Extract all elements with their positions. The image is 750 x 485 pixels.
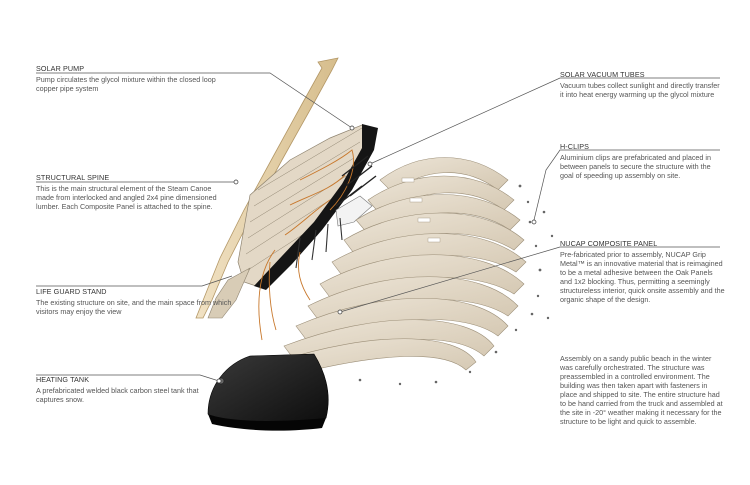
structural-spine-illustration — [207, 124, 378, 341]
callout-solar-vacuum-tubes: SOLAR VACUUM TUBES Vacuum tubes collect … — [560, 70, 720, 99]
callout-life-guard-stand: LIFE GUARD STAND The existing structure … — [36, 287, 236, 316]
callout-description: A prefabricated welded black carbon stee… — [36, 386, 199, 404]
callout-title: SOLAR PUMP — [36, 64, 85, 73]
assembly-note-text: Assembly on a sandy public beach in the … — [560, 354, 723, 426]
composite-panels-illustration — [275, 157, 527, 377]
callout-description: Vacuum tubes collect sunlight and direct… — [560, 81, 720, 99]
callout-heating-tank: HEATING TANK A prefabricated welded blac… — [36, 375, 206, 404]
callout-h-clips: H-CLIPS Aluminium clips are prefabricate… — [560, 142, 725, 180]
callout-nucap-composite-panel: NUCAP COMPOSITE PANEL Pre-fabricated pri… — [560, 239, 725, 304]
callout-solar-pump: SOLAR PUMP Pump circulates the glycol mi… — [36, 64, 226, 93]
assembly-note: Assembly on a sandy public beach in the … — [560, 352, 725, 426]
callout-title: STRUCTURAL SPINE — [36, 173, 110, 182]
callout-description: Pre-fabricated prior to assembly, NUCAP … — [560, 250, 725, 304]
callout-title: NUCAP COMPOSITE PANEL — [560, 239, 658, 248]
callout-description: Pump circulates the glycol mixture withi… — [36, 75, 216, 93]
leader-dots — [216, 125, 537, 384]
callout-description: Aluminium clips are prefabricated and pl… — [560, 153, 712, 180]
spine-member-illustration — [195, 57, 339, 319]
heating-tank-illustration — [207, 353, 329, 431]
callout-title: SOLAR VACUUM TUBES — [560, 70, 645, 79]
leader-lines — [36, 72, 720, 382]
callout-description: The existing structure on site, and the … — [36, 298, 232, 316]
callout-structural-spine: STRUCTURAL SPINE This is the main struct… — [36, 173, 226, 211]
callout-title: HEATING TANK — [36, 375, 90, 384]
callout-description: This is the main structural element of t… — [36, 184, 217, 211]
callout-title: H-CLIPS — [560, 142, 590, 151]
callout-title: LIFE GUARD STAND — [36, 287, 107, 296]
panel-slots — [401, 177, 441, 243]
